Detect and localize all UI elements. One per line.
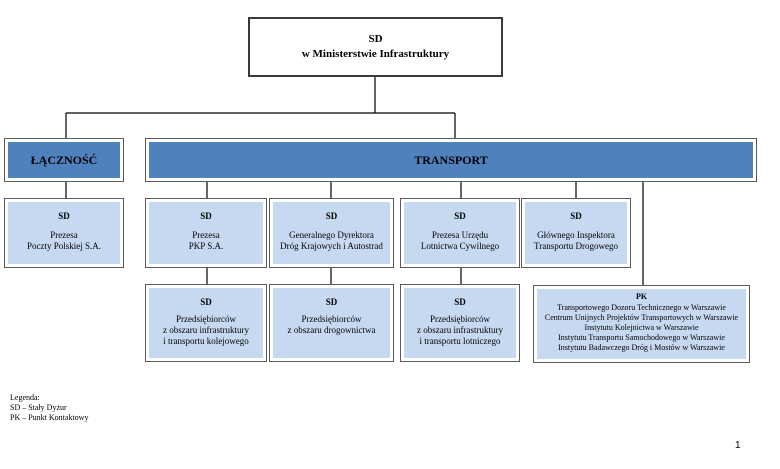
pk-item-1: Transportowego Dozoru Technicznego w War… xyxy=(557,303,726,312)
kolej-line3: i transportu kolejowego xyxy=(163,336,249,346)
poczta-line1: Prezesa xyxy=(50,230,78,240)
lot-line1: Przedsiębiorców xyxy=(430,314,490,324)
kolej-line1: Przedsiębiorców xyxy=(176,314,236,324)
gitd-box: SD Głównego Inspektora Transportu Drogow… xyxy=(521,198,631,268)
ulc-content: SD Prezesa Urzędu Lotnictwa Cywilnego xyxy=(404,202,516,264)
gddkia-line2: Dróg Krajowych i Autostrad xyxy=(280,241,383,251)
lot-line3: i transportu lotniczego xyxy=(419,336,501,346)
ulc-line1: Prezesa Urzędu xyxy=(431,230,489,240)
gddkia-header: SD xyxy=(325,211,338,221)
pk-item-4: Instytutu Transportu Samochodowego w War… xyxy=(558,333,725,342)
ministry-line1: SD xyxy=(368,33,383,45)
gitd-line2: Transportu Drogowego xyxy=(534,241,618,251)
lacznosc-box: ŁĄCZNOŚĆ xyxy=(4,138,124,182)
transport-box: TRANSPORT xyxy=(145,138,757,182)
gddkia-line1: Generalnego Dyrektora xyxy=(289,230,374,240)
drog-content: SD Przedsiębiorców z obszaru drogownictw… xyxy=(273,288,390,358)
gitd-header: SD xyxy=(570,211,582,221)
lot-content: SD Przedsiębiorców z obszaru infrastrukt… xyxy=(404,288,516,358)
page-number: 1 xyxy=(735,440,741,451)
kolej-content: SD Przedsiębiorców z obszaru infrastrukt… xyxy=(149,288,263,358)
kolej-header: SD xyxy=(200,297,212,307)
poczta-line2: Poczty Polskiej S.A. xyxy=(26,241,101,251)
pk-item-3: Instytutu Kolejnictwa w Warszawie xyxy=(584,323,699,332)
ulc-line2: Lotnictwa Cywilnego xyxy=(420,241,500,251)
pk-header: PK xyxy=(635,292,648,301)
pkp-line1: Prezesa xyxy=(192,230,220,240)
ulc-header: SD xyxy=(454,211,466,221)
pk-item-2: Centrum Unijnych Projektów Transportowyc… xyxy=(544,313,739,322)
pkp-line2: PKP S.A. xyxy=(188,241,224,251)
transport-bar: TRANSPORT xyxy=(149,142,753,178)
lot-line2: z obszaru infrastruktury xyxy=(417,325,503,335)
poczta-content: SD Prezesa Poczty Polskiej S.A. xyxy=(8,202,120,264)
lot-header: SD xyxy=(454,297,466,307)
legend: Legenda: SD – Stały Dyżur PK – Punkt Kon… xyxy=(10,393,88,423)
pkp-header: SD xyxy=(200,211,212,221)
gitd-content: SD Głównego Inspektora Transportu Drogow… xyxy=(525,202,627,264)
ministry-line2: w Ministerstwie Infrastruktury xyxy=(301,48,450,60)
legend-pk: PK – Punkt Kontaktowy xyxy=(10,413,89,422)
gddkia-content: SD Generalnego Dyrektora Dróg Krajowych … xyxy=(273,202,390,264)
lacznosc-title: ŁĄCZNOŚĆ xyxy=(30,152,98,167)
pk-item-5: Instytutu Badawczego Dróg i Mostów w War… xyxy=(558,343,725,352)
lacznosc-bar: ŁĄCZNOŚĆ xyxy=(8,142,120,178)
gddkia-box: SD Generalnego Dyrektora Dróg Krajowych … xyxy=(269,198,394,268)
legend-sd: SD – Stały Dyżur xyxy=(10,403,67,412)
ulc-box: SD Prezesa Urzędu Lotnictwa Cywilnego xyxy=(400,198,520,268)
kolej-line2: z obszaru infrastruktury xyxy=(163,325,249,335)
legend-title: Legenda: xyxy=(10,393,40,402)
transport-title: TRANSPORT xyxy=(414,152,488,167)
pk-content: PK Transportowego Dozoru Technicznego w … xyxy=(537,289,746,359)
pk-box: PK Transportowego Dozoru Technicznego w … xyxy=(533,285,750,363)
drog-line1: Przedsiębiorców xyxy=(301,314,362,324)
ministry-box: SD w Ministerstwie Infrastruktury xyxy=(248,17,503,77)
pkp-box: SD Prezesa PKP S.A. xyxy=(145,198,267,268)
drog-box: SD Przedsiębiorców z obszaru drogownictw… xyxy=(269,284,394,362)
drog-header: SD xyxy=(325,297,338,307)
poczta-box: SD Prezesa Poczty Polskiej S.A. xyxy=(4,198,124,268)
drog-line2: z obszaru drogownictwa xyxy=(287,325,376,335)
kolej-box: SD Przedsiębiorców z obszaru infrastrukt… xyxy=(145,284,267,362)
pkp-content: SD Prezesa PKP S.A. xyxy=(149,202,263,264)
poczta-header: SD xyxy=(58,211,70,221)
gitd-line1: Głównego Inspektora xyxy=(537,230,615,240)
lot-box: SD Przedsiębiorców z obszaru infrastrukt… xyxy=(400,284,520,362)
